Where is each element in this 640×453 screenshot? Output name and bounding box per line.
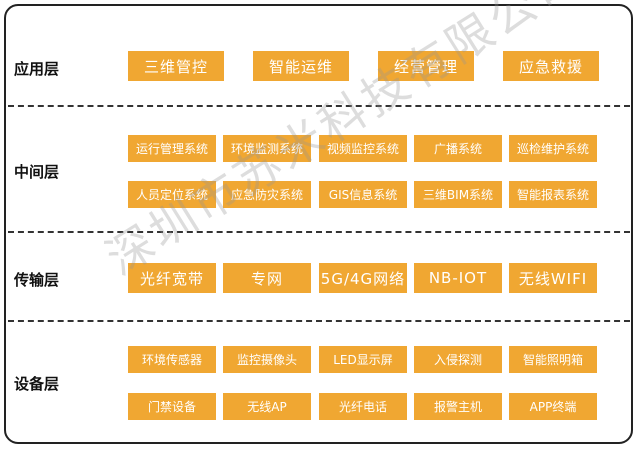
device-tile: 监控摄像头: [223, 346, 311, 373]
transport-tile: 专网: [223, 263, 311, 293]
middleware-tile: 广播系统: [414, 135, 502, 162]
middleware-tile: 应急防灾系统: [223, 181, 311, 208]
layer-divider: [8, 320, 630, 322]
device-tile: 入侵探测: [414, 346, 502, 373]
app-tile: 三维管控: [128, 51, 224, 81]
middleware-tile: GIS信息系统: [319, 181, 407, 208]
layer-label-middleware: 中间层: [14, 163, 60, 181]
layer-label-application: 应用层: [14, 60, 60, 78]
diagram-frame: [4, 4, 633, 444]
device-tile: 光纤电话: [319, 393, 407, 420]
app-tile: 智能运维: [253, 51, 349, 81]
app-tile: 应急救援: [503, 51, 599, 81]
middleware-tile: 视频监控系统: [319, 135, 407, 162]
middleware-tile: 环境监测系统: [223, 135, 311, 162]
device-tile: APP终端: [509, 393, 597, 420]
device-tile: 报警主机: [414, 393, 502, 420]
device-tile: 无线AP: [223, 393, 311, 420]
middleware-tile: 运行管理系统: [128, 135, 216, 162]
middleware-tile: 三维BIM系统: [414, 181, 502, 208]
device-tile: 环境传感器: [128, 346, 216, 373]
layer-label-device: 设备层: [14, 375, 60, 393]
device-tile: 智能照明箱: [509, 346, 597, 373]
layer-label-transport: 传输层: [14, 271, 60, 289]
transport-tile: 光纤宽带: [128, 263, 216, 293]
app-tile: 经营管理: [378, 51, 474, 81]
transport-tile: 5G/4G网络: [319, 263, 407, 293]
middleware-tile: 智能报表系统: [509, 181, 597, 208]
device-tile: LED显示屏: [319, 346, 407, 373]
layer-divider: [8, 231, 630, 233]
transport-tile: NB-IOT: [414, 263, 502, 293]
transport-tile: 无线WIFI: [509, 263, 597, 293]
middleware-tile: 人员定位系统: [128, 181, 216, 208]
middleware-tile: 巡检维护系统: [509, 135, 597, 162]
device-tile: 门禁设备: [128, 393, 216, 420]
layer-divider: [8, 105, 630, 107]
